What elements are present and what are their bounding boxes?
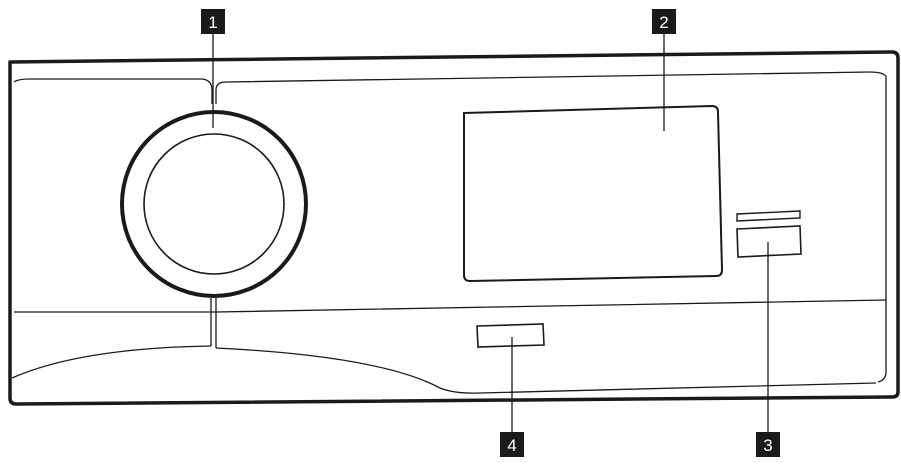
callout-3-label: 3 bbox=[763, 436, 772, 455]
panel-right-edge bbox=[877, 76, 887, 383]
callout-1-box bbox=[201, 9, 225, 34]
program-selector-knob-outer[interactable] bbox=[120, 110, 308, 298]
callout-4-label: 4 bbox=[507, 436, 516, 455]
panel-top-edge bbox=[13, 78, 213, 104]
program-selector-knob-inner[interactable] bbox=[143, 133, 285, 275]
start-pause-button[interactable] bbox=[736, 225, 802, 258]
callout-3-box bbox=[756, 432, 780, 457]
callout-4: 4 bbox=[500, 432, 524, 457]
panel-outline bbox=[8, 50, 900, 406]
callout-3: 3 bbox=[756, 432, 780, 457]
panel-top-edge-right bbox=[215, 71, 887, 104]
lower-curve-right bbox=[215, 347, 877, 394]
lower-curve-left bbox=[11, 345, 212, 379]
callout-2: 2 bbox=[652, 9, 676, 34]
callout-4-box bbox=[500, 432, 524, 457]
callout-1-label: 1 bbox=[208, 13, 217, 32]
lower-panel-button[interactable] bbox=[476, 323, 545, 348]
display-screen bbox=[463, 104, 724, 283]
panel-divider bbox=[14, 299, 887, 313]
callout-2-box bbox=[652, 9, 676, 34]
button-indicator-strip bbox=[736, 210, 801, 222]
callout-1: 1 bbox=[201, 9, 225, 34]
callout-2-label: 2 bbox=[659, 13, 668, 32]
